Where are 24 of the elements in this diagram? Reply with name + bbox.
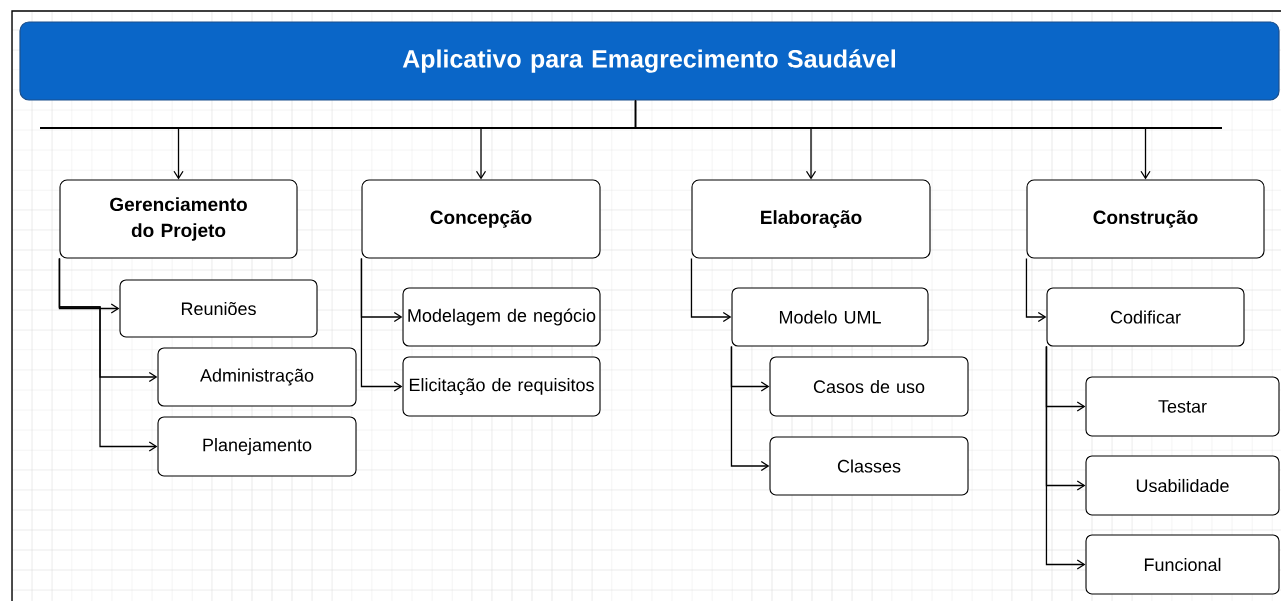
- task-box: Funcional: [1085, 534, 1280, 595]
- phase-box: Concepção: [361, 179, 601, 259]
- arrow: [730, 345, 770, 472]
- arrow: [690, 257, 732, 323]
- task-box: Administração: [157, 347, 357, 407]
- arrow: [360, 257, 403, 392]
- title-box: Aplicativo para Emagrecimento Saudável: [19, 21, 1280, 101]
- phase-box: Gerenciamento do Projeto: [59, 179, 298, 259]
- phase-box: Elaboração: [691, 179, 931, 259]
- task-box: Reuniões: [119, 279, 318, 338]
- task-box: Casos de uso: [769, 356, 969, 417]
- arrow: [58, 257, 158, 452]
- task-box: Classes: [769, 436, 969, 496]
- task-box: Usabilidade: [1085, 455, 1280, 516]
- arrow: [1025, 257, 1047, 323]
- task-box: Codificar: [1046, 287, 1245, 347]
- task-box: Testar: [1085, 376, 1280, 437]
- arrow: [1045, 345, 1086, 570]
- phase-box: Construção: [1026, 179, 1265, 259]
- task-box: Planejamento: [157, 416, 357, 477]
- task-box: Elicitação de requisitos: [402, 356, 601, 417]
- arrow: [634, 99, 1151, 180]
- task-box: Modelagem de negócio: [402, 287, 601, 347]
- task-box: Modelo UML: [731, 287, 929, 347]
